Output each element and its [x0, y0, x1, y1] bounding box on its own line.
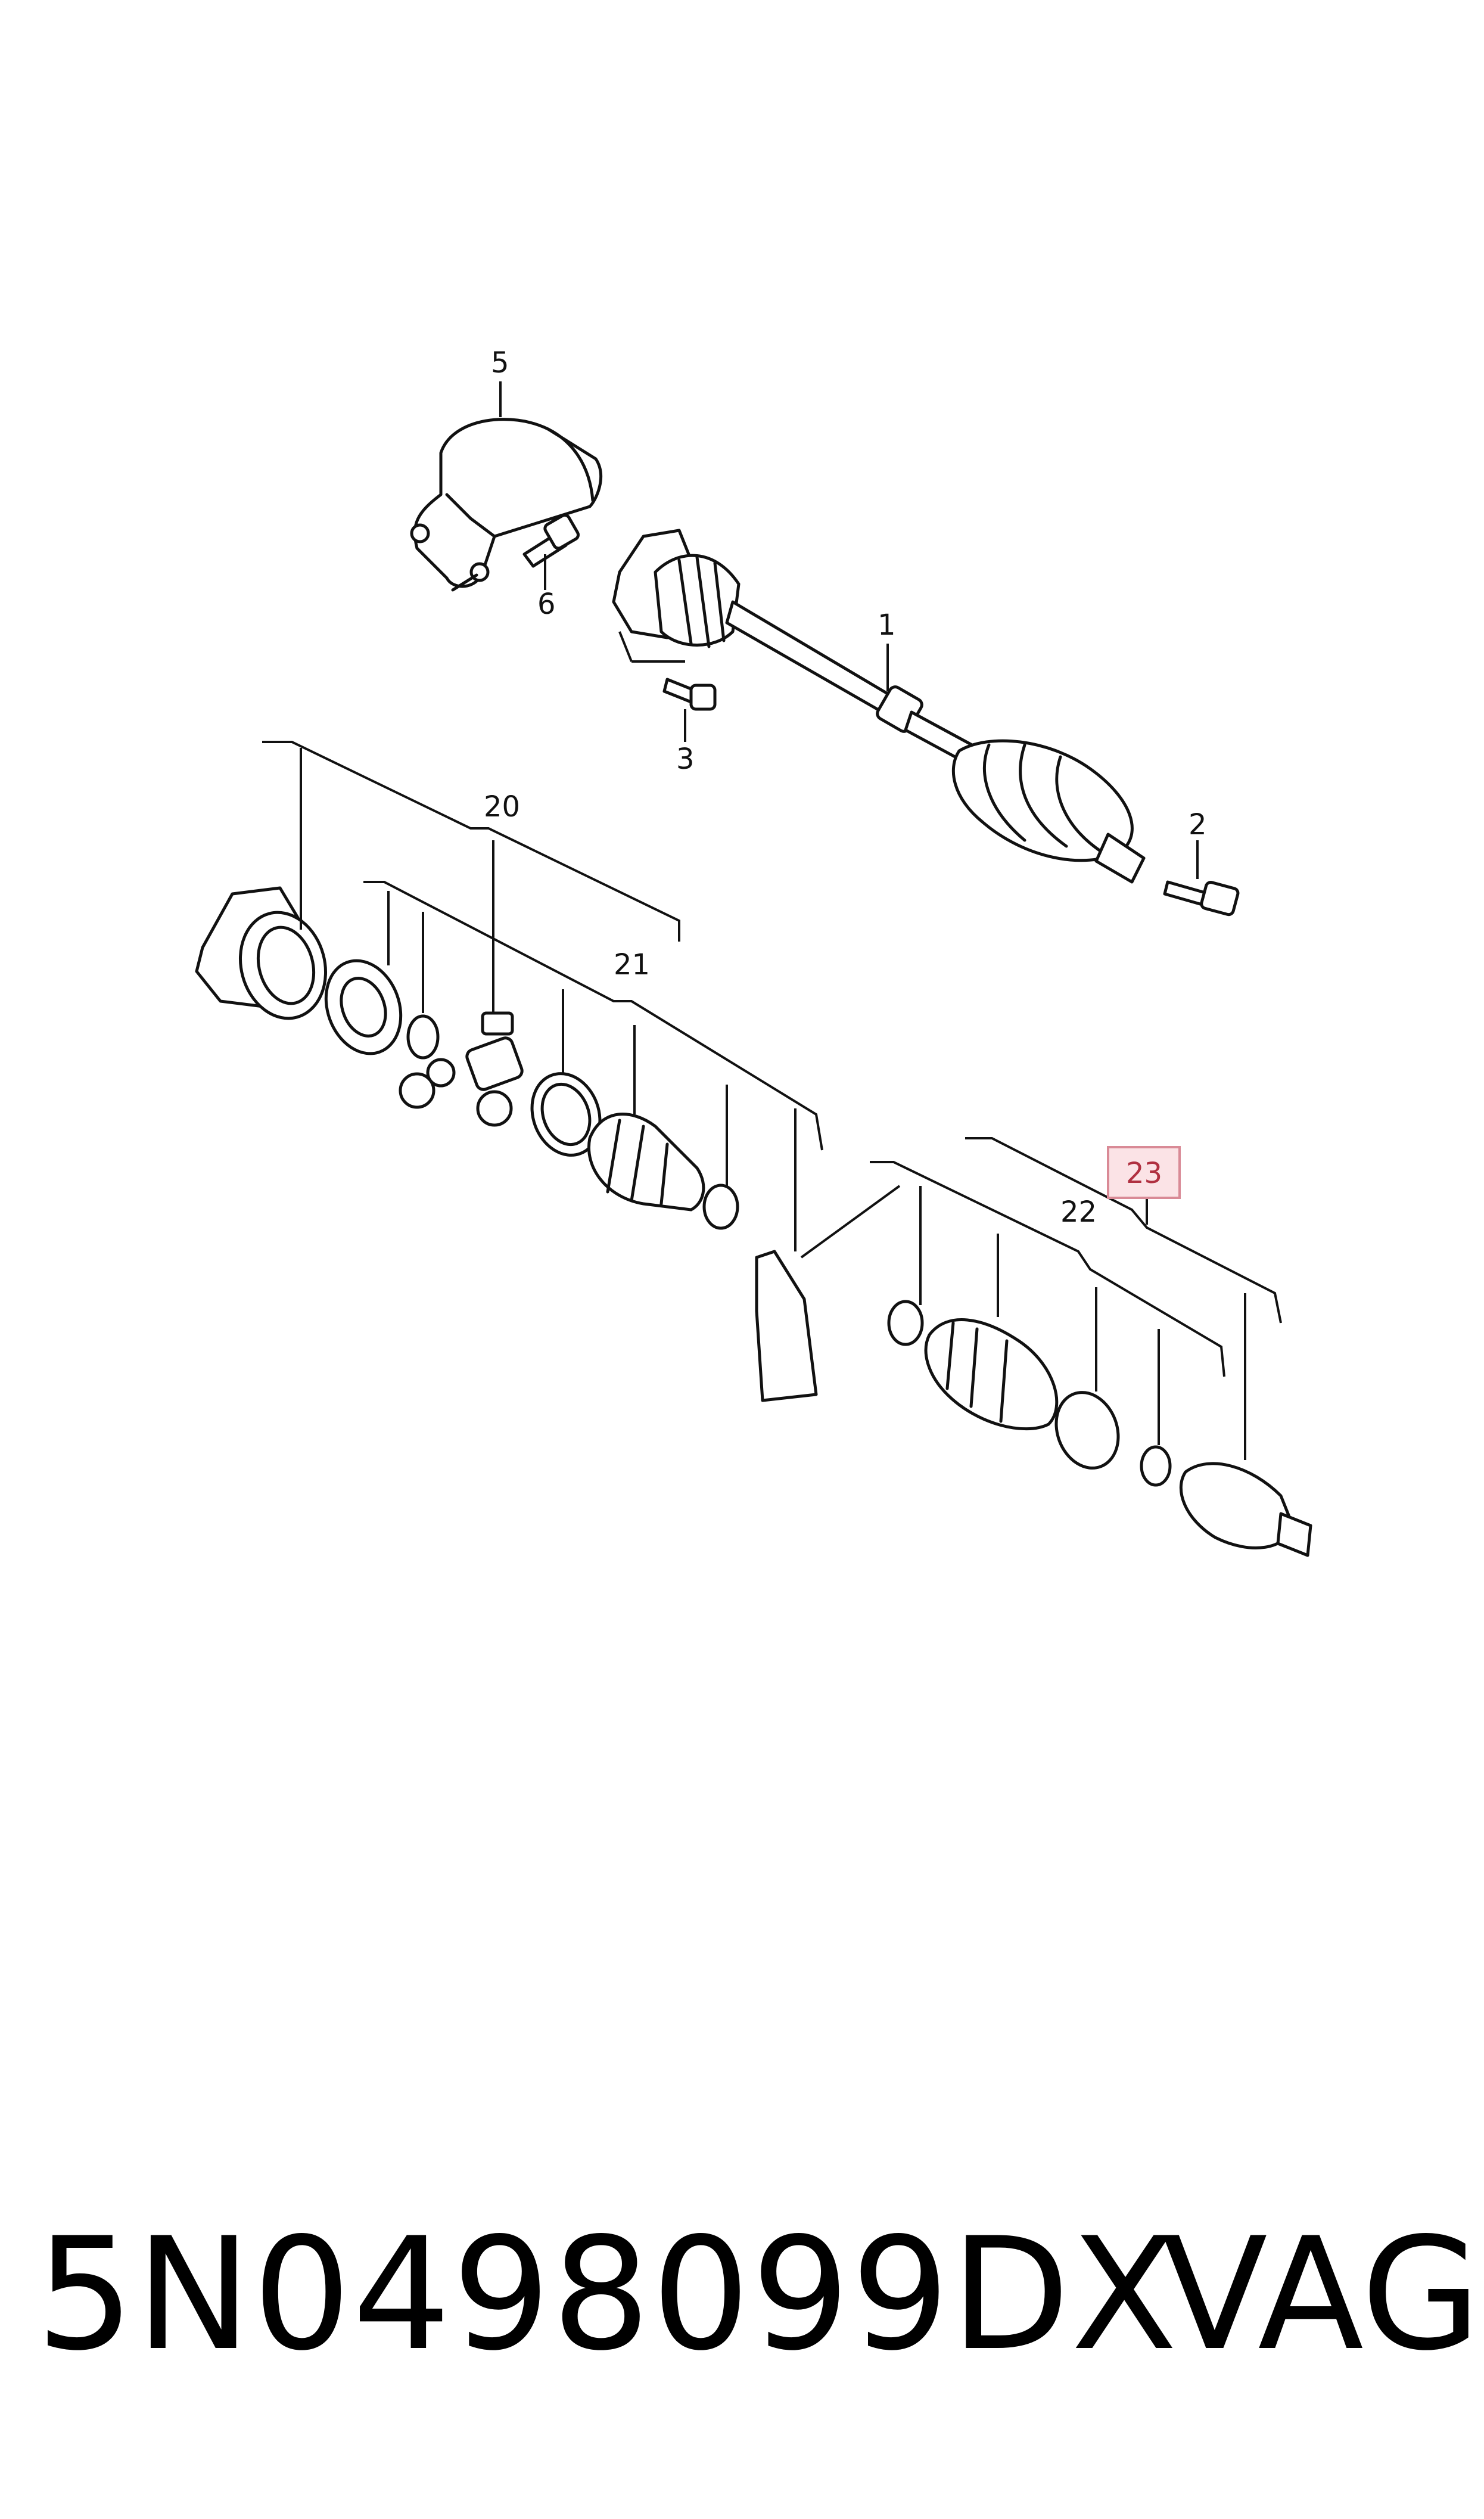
callout-5: 5: [491, 346, 509, 380]
inner-boot: [587, 1113, 705, 1212]
circlip-2: [1140, 1445, 1172, 1487]
brand-name: VAG: [1162, 2205, 1481, 2385]
outer-boot: [924, 1318, 1059, 1431]
bolt-part-2: [1163, 880, 1240, 917]
callout-labels: 5 6 1 2 3 20 21 22 23: [484, 346, 1207, 1229]
callout-23: 23: [1126, 1157, 1162, 1190]
callout-1: 1: [878, 608, 896, 642]
leader-lines: [262, 381, 1282, 1460]
drive-shaft-part-1: [612, 529, 1146, 884]
grease-tube: [755, 1250, 818, 1402]
callout-23-highlight-box: [1107, 1146, 1181, 1199]
clamp-small-outer: [887, 1300, 924, 1346]
bolt-part-6: [522, 513, 580, 568]
heat-shield-part-5: [410, 418, 603, 592]
part-number: 5N0498099DX: [36, 2205, 1179, 2385]
callout-21: 21: [614, 948, 650, 981]
screw-part-3: [662, 678, 717, 711]
callout-22: 22: [1060, 1195, 1097, 1229]
inner-joint-housing: [195, 886, 328, 1020]
callout-20: 20: [484, 790, 520, 824]
outer-joint: [1179, 1462, 1312, 1557]
callout-6: 6: [537, 588, 556, 621]
tripod-spider: [324, 959, 403, 1055]
roller-bearing: [399, 1011, 524, 1127]
clamp-small-inner: [702, 1184, 739, 1230]
clamp-large-inner: [530, 1072, 602, 1157]
circlip-1: [406, 1014, 440, 1060]
callout-3: 3: [676, 743, 695, 776]
clamp-large-outer: [1054, 1391, 1120, 1470]
callout-2: 2: [1189, 808, 1207, 841]
